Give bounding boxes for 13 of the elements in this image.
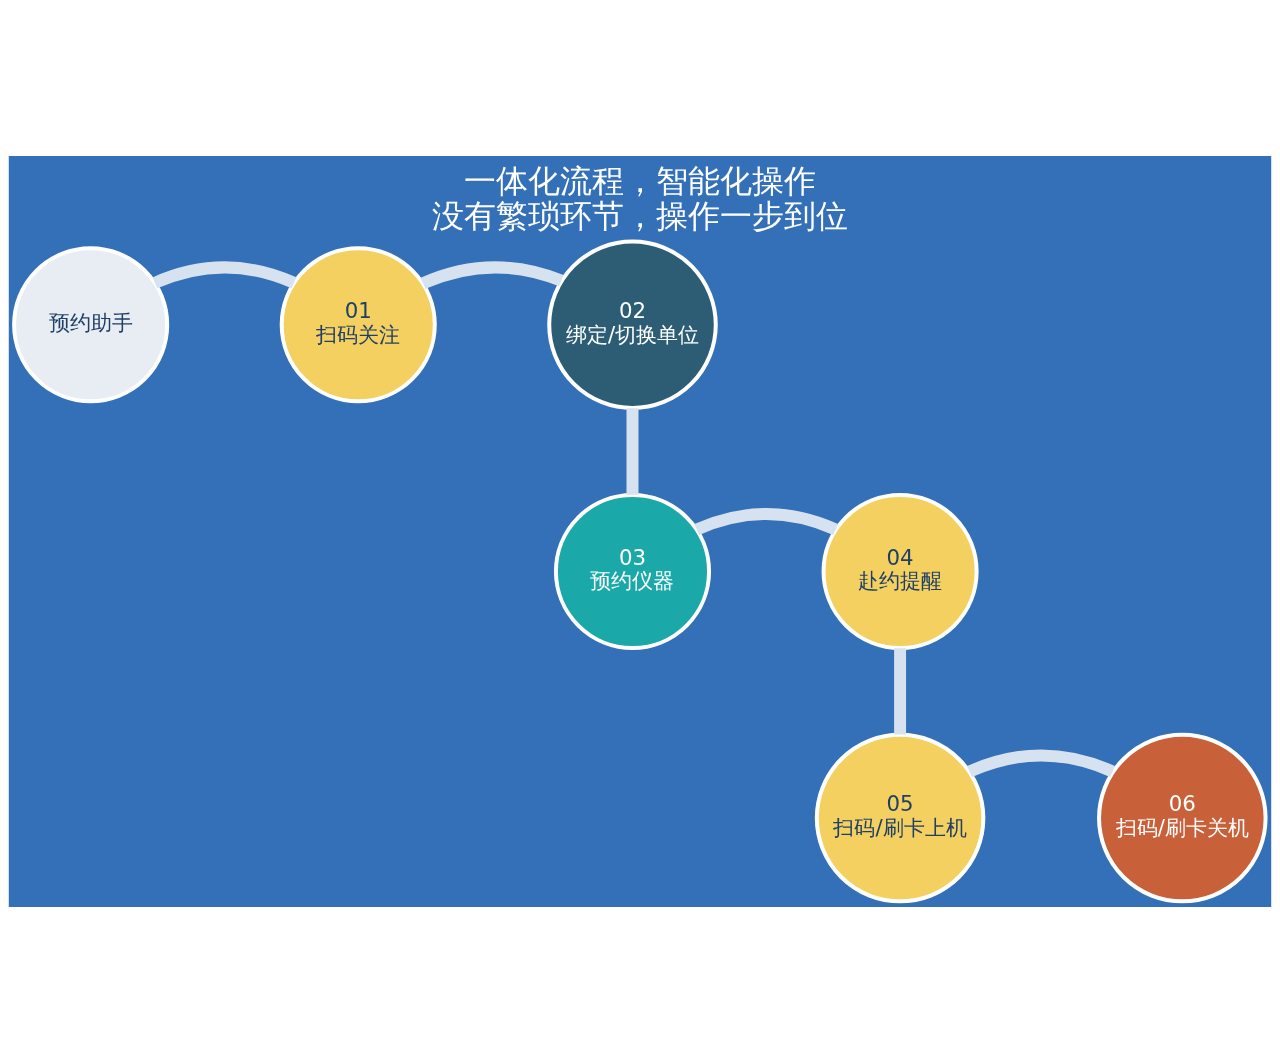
connector — [152, 261, 297, 289]
node-circle: 06 扫码/刷卡关机 — [1097, 732, 1268, 904]
node-circle: 02 绑定/切换单位 — [547, 239, 718, 411]
connector — [420, 261, 564, 289]
connector — [967, 749, 1115, 778]
node-circle: 04 赴约提醒 — [821, 492, 979, 650]
connector — [894, 648, 907, 735]
node-circle: 05 扫码/刷卡上机 — [814, 732, 986, 904]
connector — [694, 508, 838, 536]
node-circle: 01 扫码关注 — [279, 246, 437, 404]
node-circle: 03 预约仪器 — [553, 492, 712, 650]
connector — [626, 408, 639, 495]
node-circle: 预约助手 — [12, 246, 170, 404]
